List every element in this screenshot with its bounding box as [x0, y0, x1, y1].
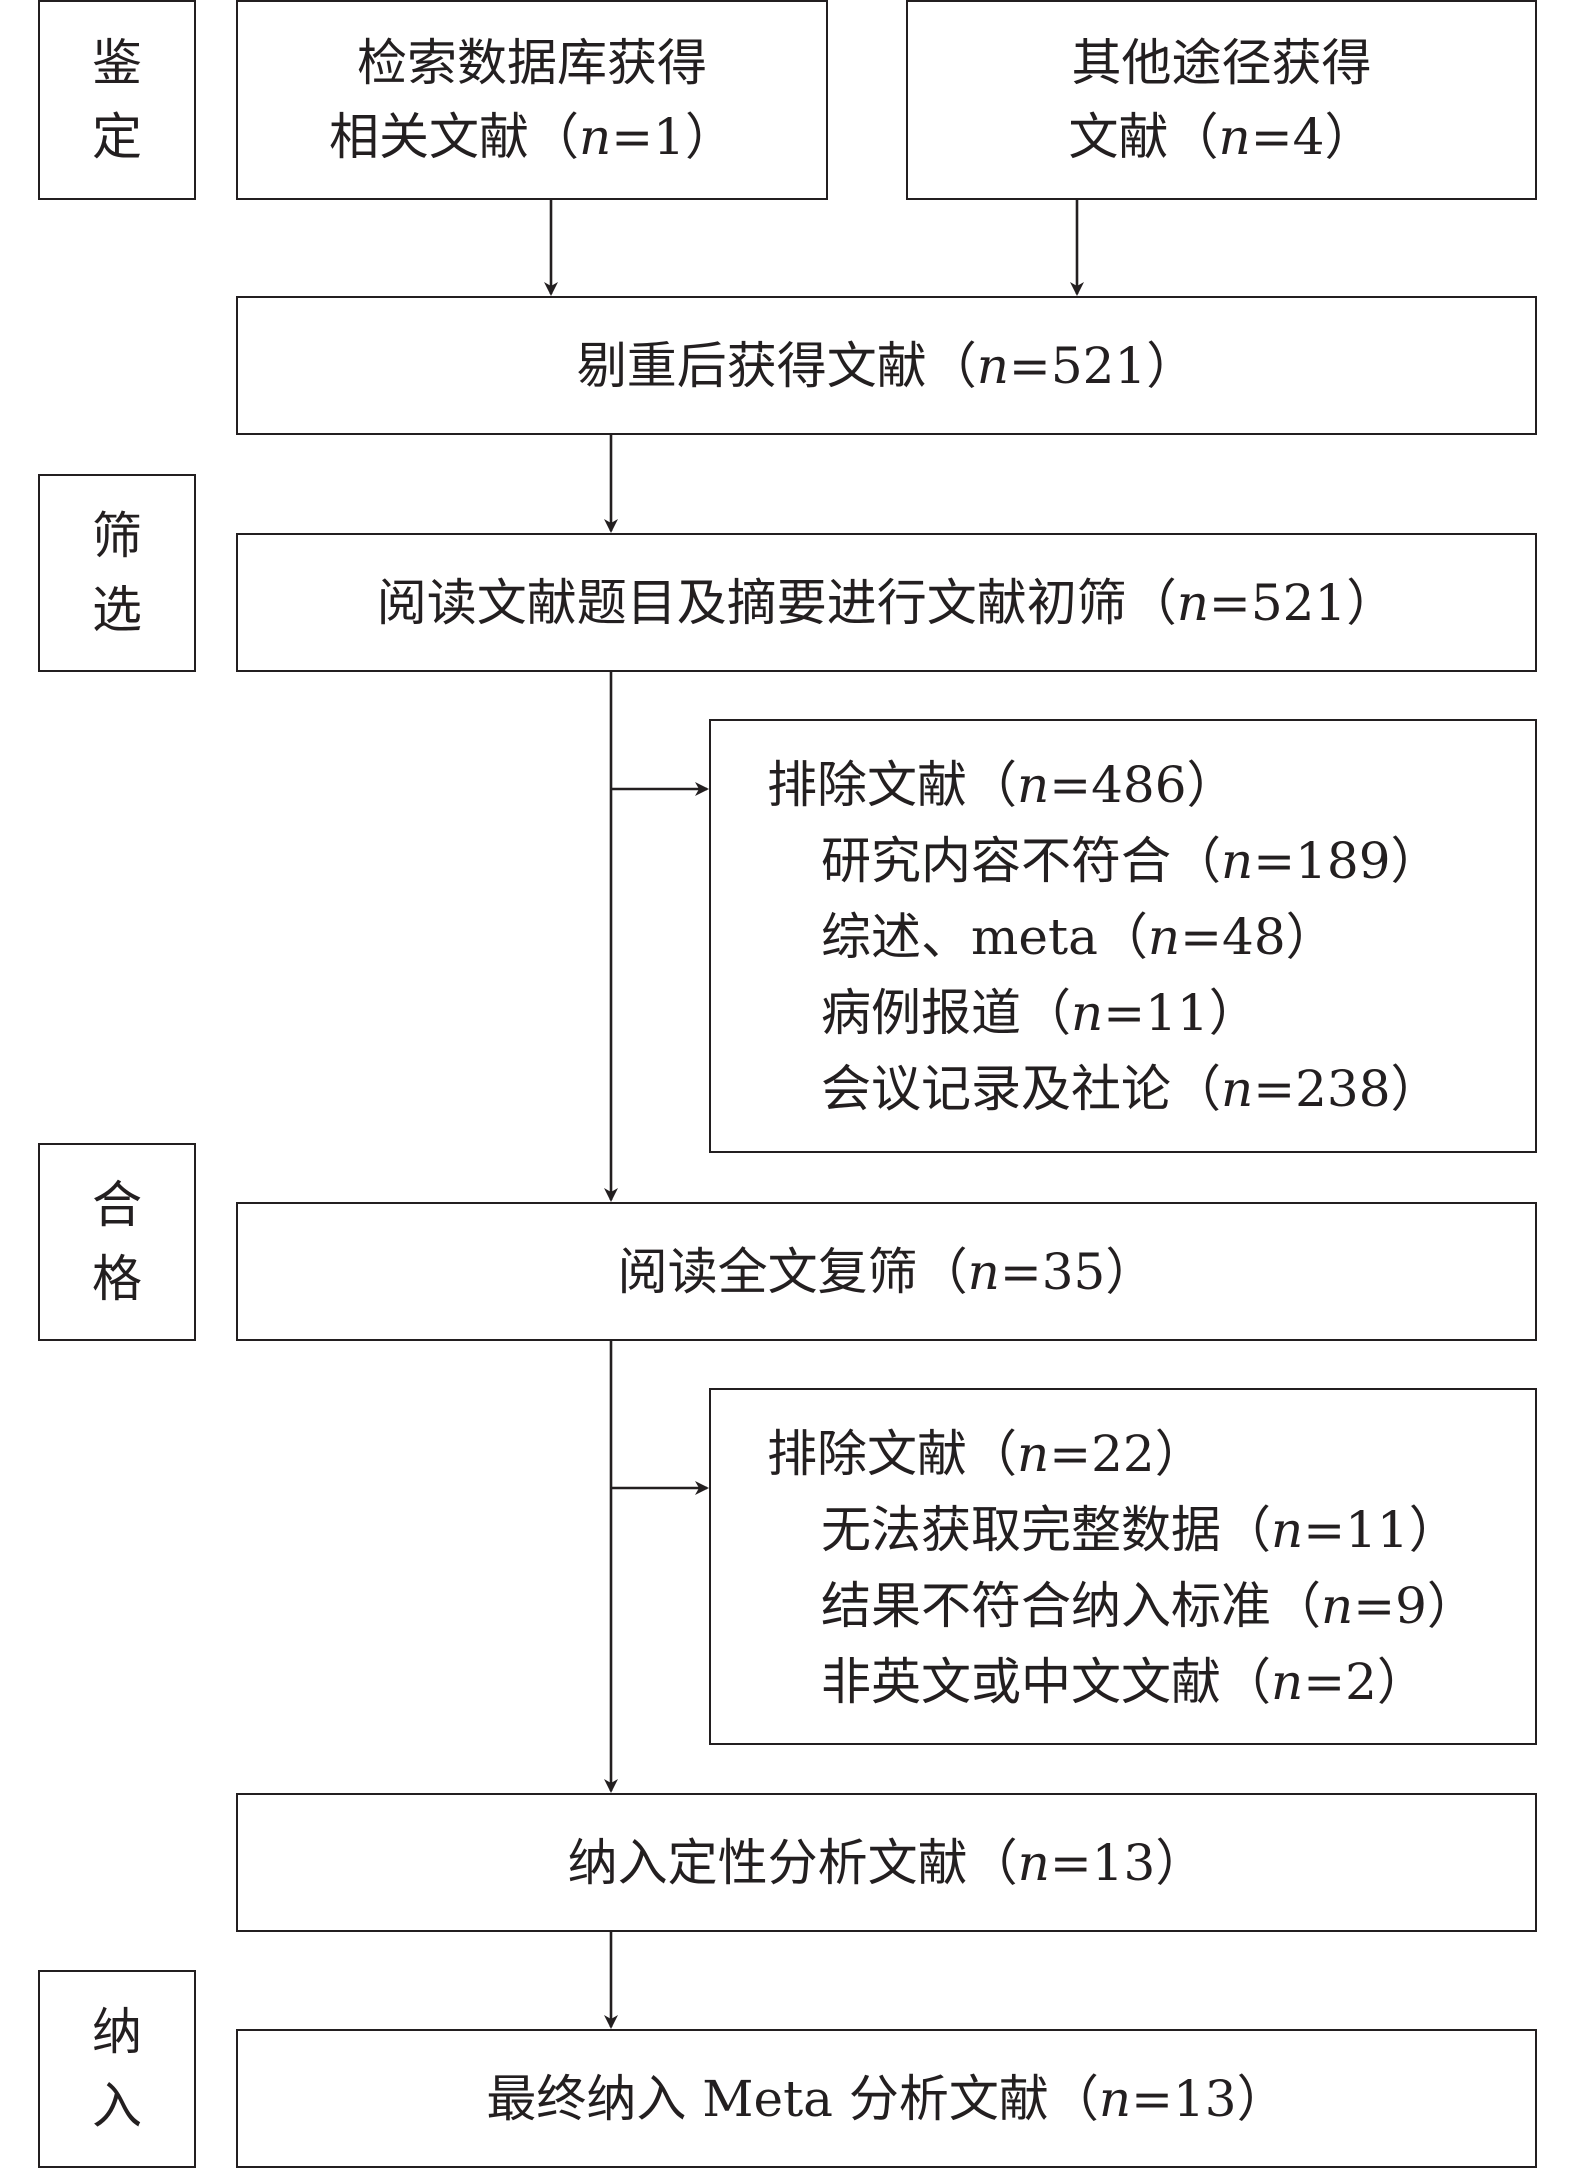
item-pre: 非英文或中文文献（ [821, 1653, 1271, 1711]
n-symbol: n [976, 336, 1009, 395]
n-symbol: n [579, 108, 612, 166]
meta-pre: 最终纳入 Meta 分析文献（ [486, 2069, 1099, 2128]
excluded1-item: 综述、meta（n=48） [711, 899, 1535, 975]
stage-char: 选 [92, 581, 142, 639]
n-symbol: n [1017, 756, 1050, 814]
excluded1-item: 研究内容不符合（n=189） [711, 823, 1535, 899]
stage-char: 鉴 [92, 34, 142, 92]
item-post: =48） [1180, 908, 1336, 966]
excluded2-item: 无法获取完整数据（n=11） [711, 1492, 1535, 1568]
item-pre: 会议记录及社论（ [821, 1060, 1221, 1118]
excluded1-header-post: =486） [1049, 756, 1237, 814]
stage-char: 纳 [92, 2003, 142, 2061]
box-excluded-fulltext: 排除文献（n=22） 无法获取完整数据（n=11） 结果不符合纳入标准（n=9）… [709, 1388, 1537, 1745]
stage-included: 纳 入 [38, 1970, 196, 2168]
database-line1: 检索数据库获得 [357, 34, 707, 92]
item-post: =11） [1103, 984, 1259, 1042]
item-post: =189） [1253, 832, 1441, 890]
stage-char: 入 [92, 2077, 142, 2135]
stage-identification: 鉴 定 [38, 0, 196, 200]
fulltext-post: =35） [999, 1242, 1156, 1301]
stage-char: 定 [92, 108, 142, 166]
database-line2-pre: 相关文献（ [329, 108, 580, 166]
meta-post: =13） [1131, 2069, 1287, 2128]
item-pre: 无法获取完整数据（ [821, 1501, 1271, 1559]
box-other-sources: 其他途径获得 文献（n=4） [906, 0, 1537, 200]
excluded1-header: 排除文献（n=486） [711, 747, 1535, 823]
item-post: =2） [1303, 1653, 1427, 1711]
excluded2-item: 结果不符合纳入标准（n=9） [711, 1568, 1535, 1644]
n-symbol: n [1147, 908, 1181, 966]
stage-screening: 筛 选 [38, 474, 196, 672]
item-post: =9） [1353, 1577, 1477, 1635]
item-pre: 结果不符合纳入标准（ [821, 1577, 1321, 1635]
excluded2-header-post: =22） [1049, 1425, 1205, 1483]
excluded2-item: 非英文或中文文献（n=2） [711, 1644, 1535, 1720]
other-line1: 其他途径获得 [1071, 34, 1372, 92]
excluded2-header: 排除文献（n=22） [711, 1416, 1535, 1492]
item-pre: 综述、meta（ [821, 908, 1148, 966]
excluded2-header-pre: 排除文献（ [767, 1425, 1017, 1483]
qualitative-text: 纳入定性分析文献（n=13） [568, 1826, 1206, 1900]
stage-char: 格 [92, 1250, 142, 1308]
n-symbol: n [1271, 1501, 1304, 1559]
n-symbol: n [1017, 1425, 1050, 1483]
dedup-text: 剔重后获得文献（n=521） [577, 329, 1197, 403]
n-symbol: n [1271, 1653, 1304, 1711]
stage-eligibility: 合 格 [38, 1143, 196, 1341]
screen-text: 阅读文献题目及摘要进行文献初筛（n=521） [377, 566, 1397, 640]
item-pre: 病例报道（ [821, 984, 1071, 1042]
screen-pre: 阅读文献题目及摘要进行文献初筛（ [376, 573, 1177, 632]
excluded1-header-pre: 排除文献（ [767, 756, 1017, 814]
item-post: =238） [1253, 1060, 1441, 1118]
screen-post: =521） [1208, 573, 1397, 632]
stage-char: 合 [92, 1176, 142, 1234]
stage-char: 筛 [92, 507, 142, 565]
n-symbol: n [1218, 108, 1251, 166]
n-symbol: n [1176, 573, 1209, 632]
box-database-records: 检索数据库获得 相关文献（n=1） [236, 0, 828, 200]
box-meta-analysis: 最终纳入 Meta 分析文献（n=13） [236, 2029, 1537, 2168]
box-title-abstract-screening: 阅读文献题目及摘要进行文献初筛（n=521） [236, 533, 1537, 672]
qualitative-pre: 纳入定性分析文献（ [567, 1833, 1018, 1892]
n-symbol: n [1098, 2069, 1132, 2128]
n-symbol: n [1221, 832, 1254, 890]
fulltext-pre: 阅读全文复筛（ [617, 1242, 968, 1301]
box-excluded-screening: 排除文献（n=486） 研究内容不符合（n=189） 综述、meta（n=48）… [709, 719, 1537, 1153]
meta-text: 最终纳入 Meta 分析文献（n=13） [486, 2062, 1286, 2136]
n-symbol: n [1017, 1833, 1050, 1892]
dedup-post: =521） [1008, 336, 1197, 395]
qualitative-post: =13） [1049, 1833, 1206, 1892]
box-qualitative-analysis: 纳入定性分析文献（n=13） [236, 1793, 1537, 1932]
excluded1-item: 会议记录及社论（n=238） [711, 1051, 1535, 1127]
n-symbol: n [1221, 1060, 1254, 1118]
other-line2: 文献（n=4） [1069, 100, 1375, 174]
box-fulltext-screening: 阅读全文复筛（n=35） [236, 1202, 1537, 1341]
n-symbol: n [967, 1242, 1000, 1301]
database-line2-post: =1） [611, 108, 735, 166]
n-symbol: n [1071, 984, 1104, 1042]
excluded1-item: 病例报道（n=11） [711, 975, 1535, 1051]
other-line2-pre: 文献（ [1068, 108, 1219, 166]
item-pre: 研究内容不符合（ [821, 832, 1221, 890]
fulltext-text: 阅读全文复筛（n=35） [618, 1235, 1156, 1309]
other-line2-post: =4） [1250, 108, 1375, 166]
dedup-pre: 剔重后获得文献（ [576, 336, 977, 395]
n-symbol: n [1321, 1577, 1354, 1635]
item-post: =11） [1303, 1501, 1459, 1559]
database-line2: 相关文献（n=1） [329, 100, 735, 174]
box-after-dedup: 剔重后获得文献（n=521） [236, 296, 1537, 435]
